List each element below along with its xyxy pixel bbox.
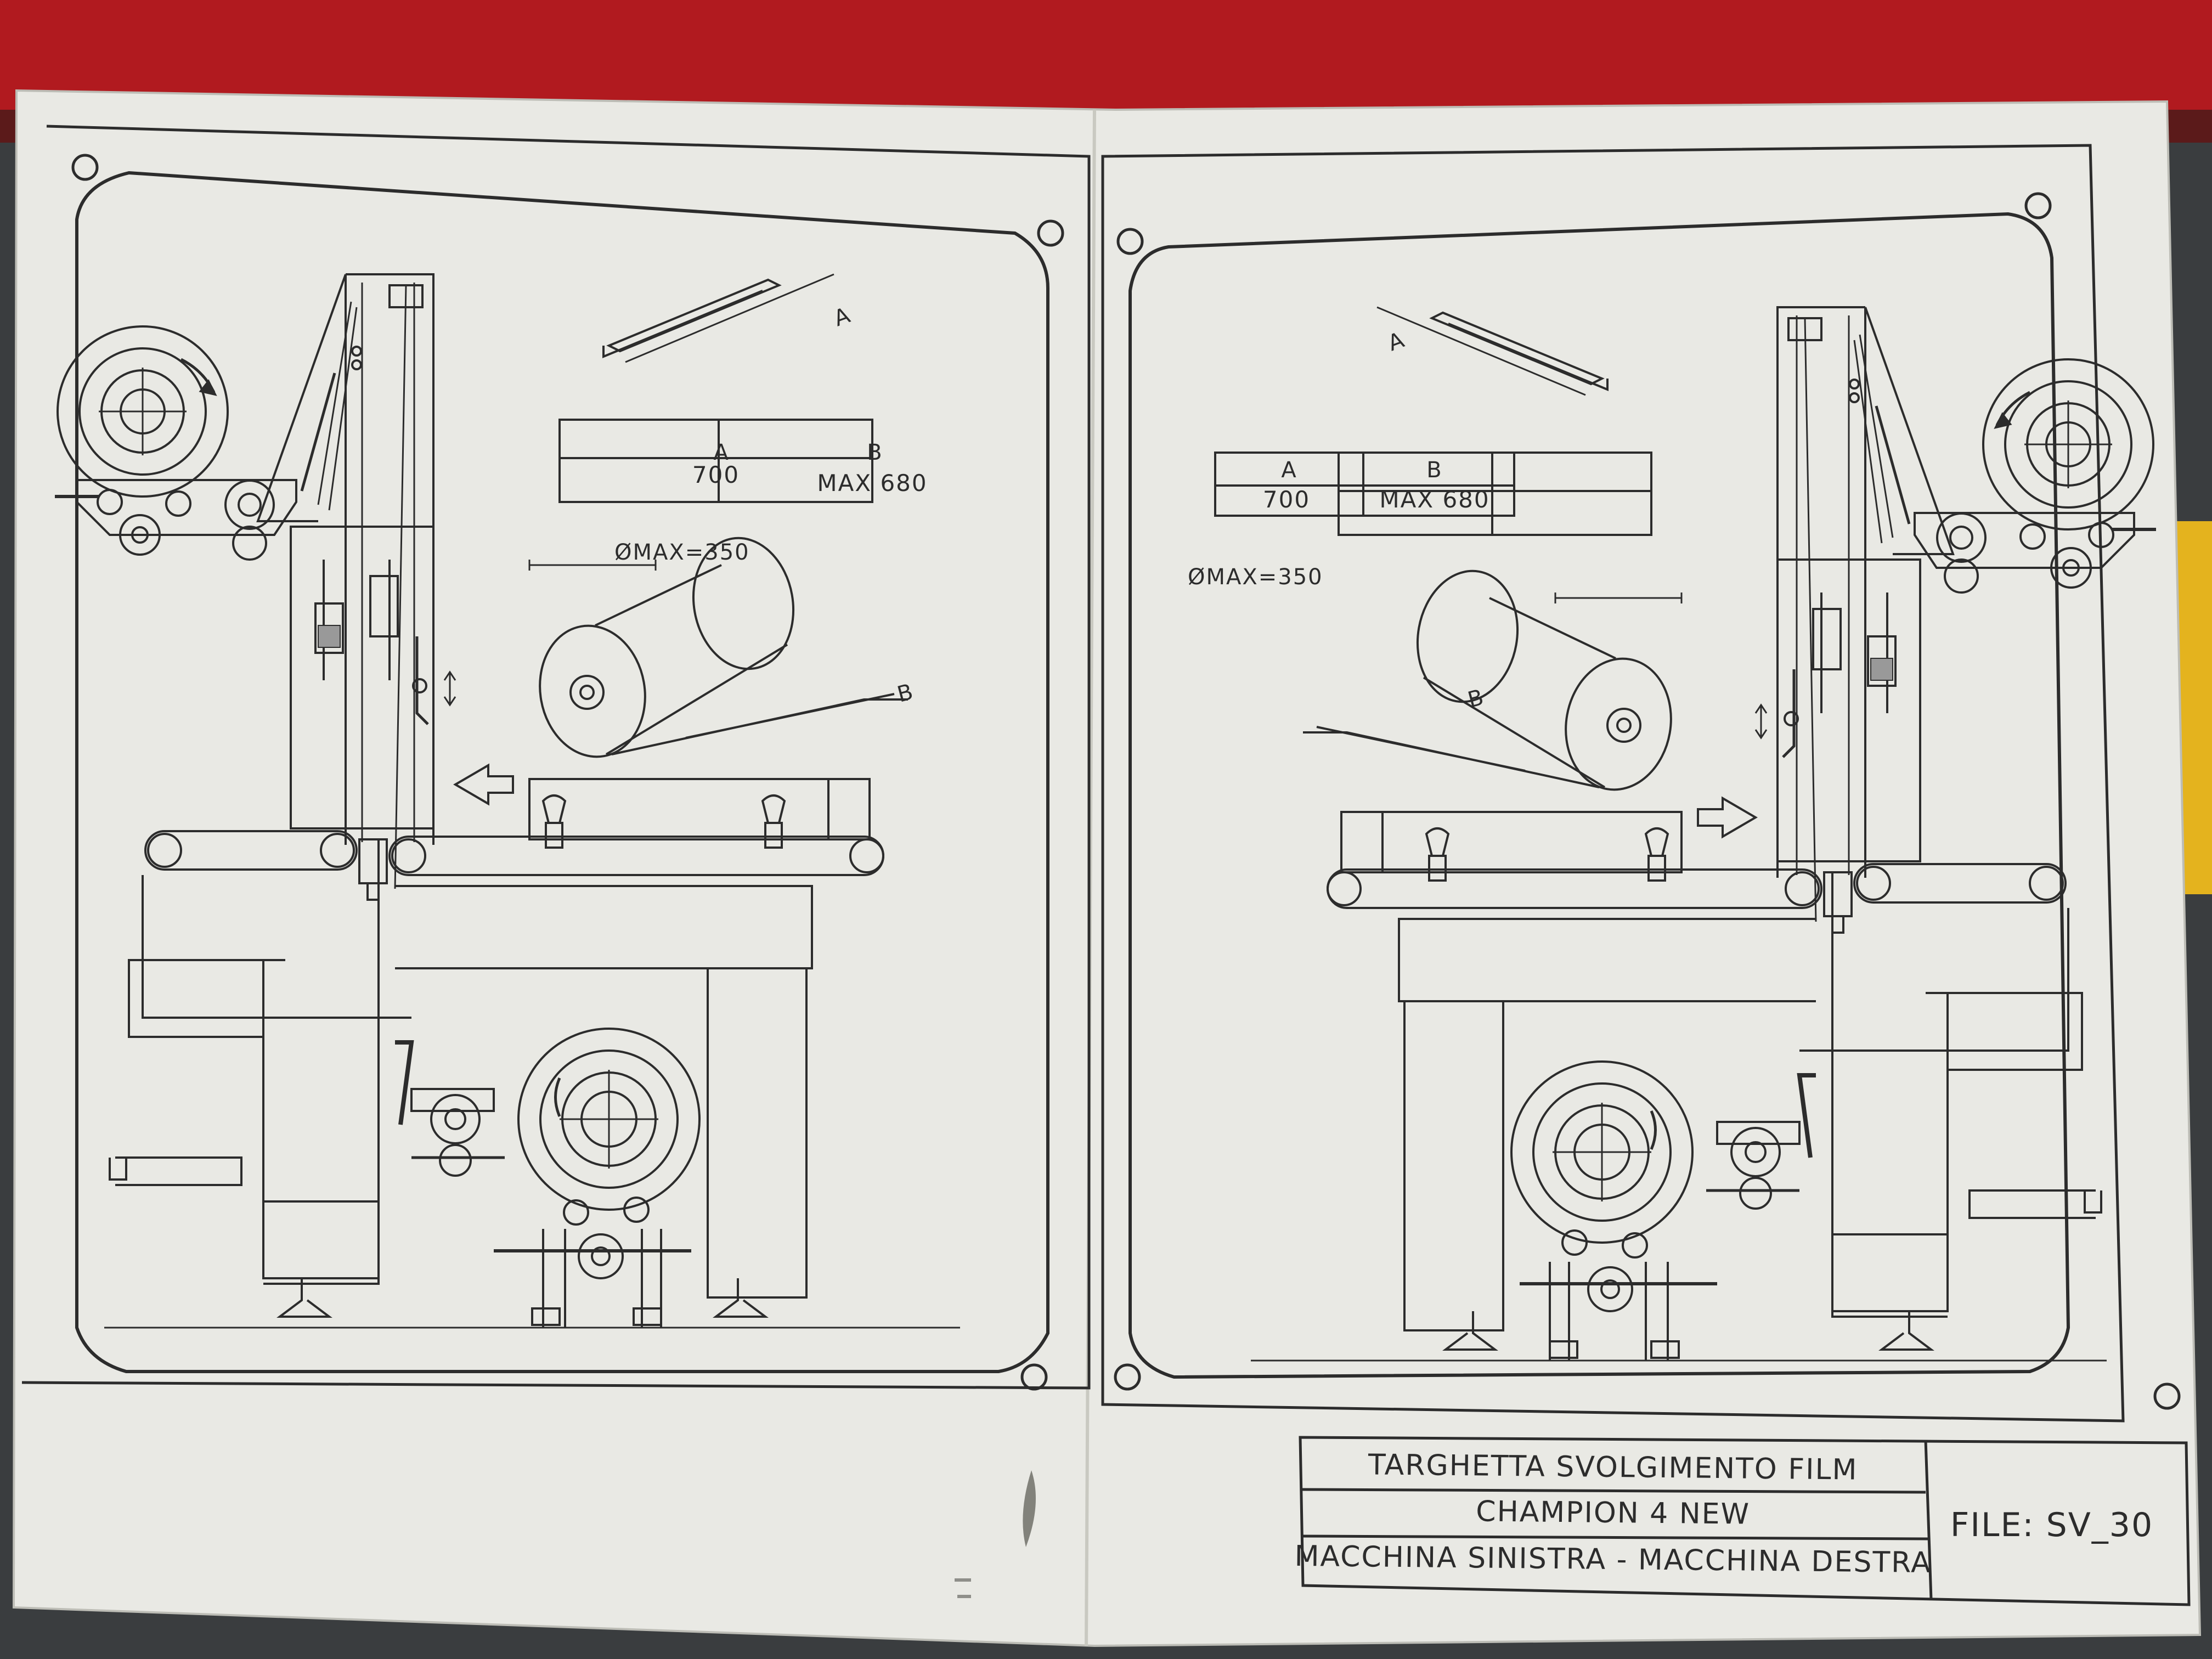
right-table-header-a: A xyxy=(1281,458,1297,483)
corner-ring xyxy=(2024,192,2052,219)
right-size-table xyxy=(1214,452,1515,517)
left-table-header-a: A xyxy=(713,440,729,465)
stain xyxy=(955,1578,971,1598)
corner-ring xyxy=(1114,1363,1141,1391)
stain xyxy=(1023,1470,1036,1547)
left-roll-diameter-label: ØMAX=350 xyxy=(614,540,750,565)
title-block xyxy=(1299,1436,2191,1606)
file-code: FILE: SV_30 xyxy=(1950,1506,2153,1544)
corner-ring xyxy=(1020,1363,1048,1391)
left-table-value-a: 700 xyxy=(692,461,740,488)
corner-ring xyxy=(1037,219,1064,247)
title-line-2: CHAMPION 4 NEW xyxy=(1476,1495,1750,1531)
left-table-value-b: MAX 680 xyxy=(817,470,927,496)
right-size-table-grid xyxy=(1215,453,1514,516)
right-roll-diameter-label: ØMAX=350 xyxy=(1188,565,1323,590)
corner-ring xyxy=(1116,228,1144,255)
right-table-value-b: MAX 680 xyxy=(1379,486,1489,513)
corner-ring xyxy=(2153,1383,2181,1410)
title-line-1: TARGHETTA SVOLGIMENTO FILM xyxy=(1368,1448,1858,1486)
right-inner-border xyxy=(1128,212,2070,1379)
left-outer-border xyxy=(21,125,1091,1390)
left-inner-border xyxy=(75,171,1049,1373)
right-outer-border xyxy=(1101,144,2125,1423)
right-table-header-b: B xyxy=(1426,458,1442,483)
left-table-header-b: B xyxy=(867,440,883,465)
right-table-value-a: 700 xyxy=(1263,486,1310,513)
title-line-3: MACCHINA SINISTRA - MACCHINA DESTRA xyxy=(1294,1540,1932,1579)
corner-ring xyxy=(71,154,99,181)
